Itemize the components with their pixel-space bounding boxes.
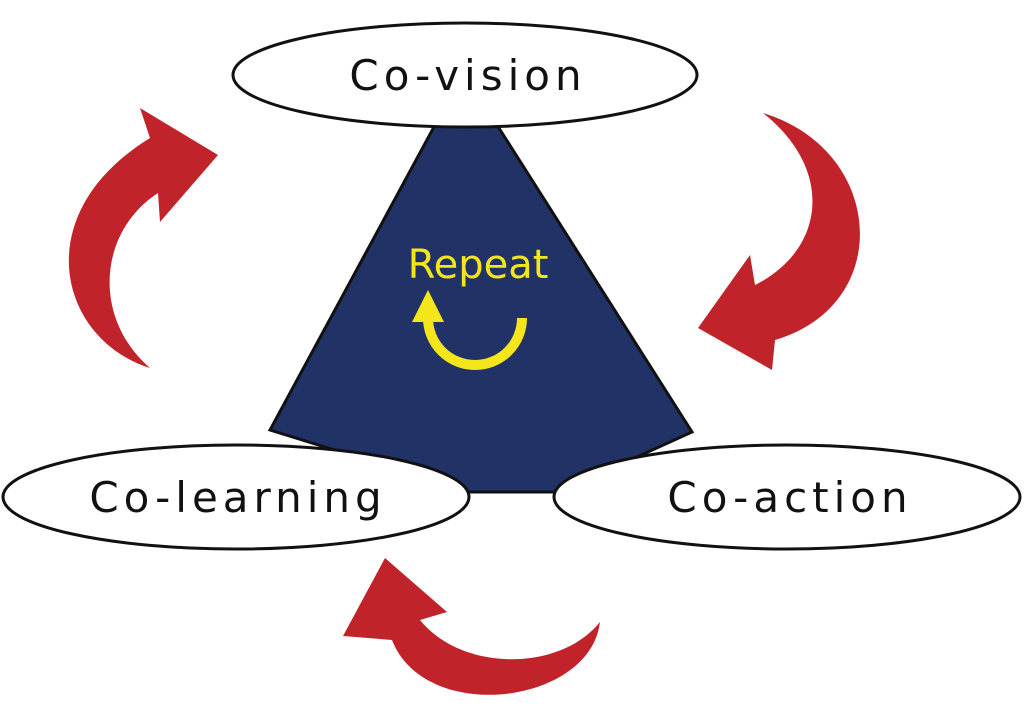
cycle-arrow-left — [68, 108, 218, 368]
node-co-vision-label: Co-vision — [349, 51, 586, 100]
center-triangle — [267, 123, 695, 494]
repeat-label: Repeat — [408, 242, 549, 288]
cycle-arrow-right — [698, 113, 860, 370]
node-co-learning-label: Co-learning — [89, 473, 386, 522]
node-co-action — [552, 443, 1022, 551]
cycle-arrow-bottom — [343, 558, 600, 695]
node-co-vision — [231, 21, 699, 129]
repeat-arrow-icon — [423, 317, 527, 370]
node-co-learning — [1, 443, 471, 551]
node-co-action-label: Co-action — [667, 473, 912, 522]
repeat-arrowhead-icon — [412, 290, 444, 322]
